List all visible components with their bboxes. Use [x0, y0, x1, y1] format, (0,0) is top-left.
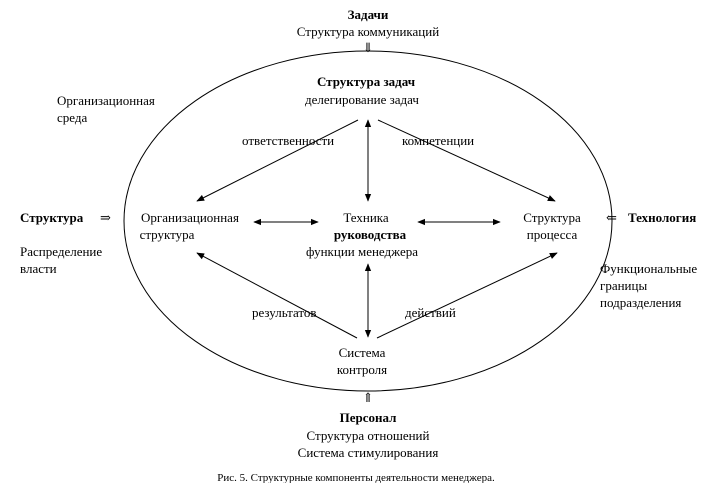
left-title: Структура — [20, 210, 84, 225]
org-environment-line1: Организационная — [57, 93, 155, 108]
top-title: Задачи — [348, 7, 389, 22]
top-subtitle: Структура коммуникаций — [297, 24, 439, 39]
org-environment-line2: среда — [57, 110, 87, 125]
label-competence: компетенции — [402, 133, 474, 148]
right-left-arrow-icon: ⇐ — [606, 210, 617, 225]
right-line2: границы — [600, 278, 647, 293]
arrow-tasks-to-org-structure — [196, 119, 359, 202]
bottom-line2: Система стимулирования — [298, 445, 439, 460]
process-structure-line2: процесса — [527, 227, 578, 242]
left-right-arrow-icon: ⇒ — [100, 210, 111, 225]
bottom-up-arrow-icon: ⇑ — [363, 390, 374, 405]
label-results: результатов — [252, 305, 317, 320]
bottom-line1: Структура отношений — [307, 428, 430, 443]
org-structure-line1: Организационная — [141, 210, 239, 225]
top-down-arrow-icon: ⇓ — [363, 40, 374, 55]
org-structure-line2: структура — [140, 227, 195, 242]
arrow-control-to-org-structure — [196, 252, 358, 339]
right-title: Технология — [628, 210, 696, 225]
task-structure-title: Структура задач — [317, 74, 415, 89]
left-line2: власти — [20, 261, 57, 276]
right-line3: подразделения — [600, 295, 681, 310]
arrow-tasks-to-process-structure — [377, 119, 556, 202]
center-line1: Техника — [343, 210, 389, 225]
figure-caption: Рис. 5. Структурные компоненты деятельно… — [217, 472, 495, 483]
organizational-environment-ellipse — [123, 50, 613, 392]
process-structure-line1: Структура — [523, 210, 581, 225]
bottom-title: Персонал — [340, 410, 397, 425]
task-structure-subtitle: делегирование задач — [305, 92, 419, 107]
label-actions: действий — [405, 305, 456, 320]
caption-prefix: Рис. 5. — [217, 472, 248, 483]
left-line1: Распределение — [20, 244, 102, 259]
center-line2: руководства — [334, 227, 407, 242]
center-line3: функции менеджера — [306, 244, 418, 259]
arrow-control-to-process-structure — [376, 252, 558, 339]
caption-text: Структурные компоненты деятельности мене… — [248, 472, 495, 483]
right-line1: Функциональные — [600, 261, 697, 276]
control-system-line2: контроля — [337, 362, 387, 377]
control-system-line1: Система — [339, 345, 386, 360]
label-responsibility: ответственности — [242, 133, 334, 148]
